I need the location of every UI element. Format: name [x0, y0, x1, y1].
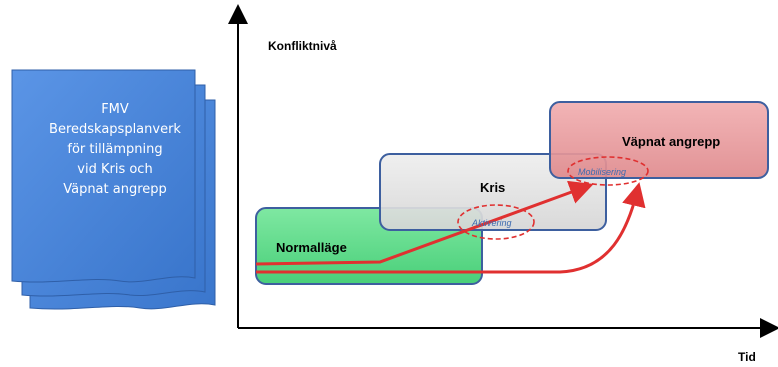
- transition-arrow-crisis: [255, 180, 594, 266]
- activation-highlight: [457, 204, 535, 240]
- mobilization-highlight: [567, 156, 649, 186]
- level-label-armed-attack: Väpnat angrepp: [622, 134, 720, 149]
- x-axis-label: Tid: [738, 350, 756, 364]
- document-title-line: Beredskapsplanverk: [49, 122, 181, 137]
- document-title-line: FMV: [101, 102, 129, 117]
- document-title-line: för tillämpning: [67, 142, 163, 157]
- document-title: FMV Beredskapsplanverk för tillämpning v…: [30, 100, 200, 200]
- mobilization-label: Mobilisering: [578, 167, 626, 177]
- y-axis-label: Konfliktnivå: [268, 39, 337, 53]
- document-stack: [11, 69, 216, 310]
- transition-arrow-armed-attack: [256, 182, 646, 274]
- level-label-normal: Normalläge: [276, 240, 347, 255]
- level-box-crisis: [379, 153, 607, 231]
- document-title-line: vid Kris och: [77, 162, 153, 177]
- document-title-line: Väpnat angrepp: [63, 182, 167, 197]
- activation-label: Aktivering: [471, 218, 512, 228]
- level-label-crisis: Kris: [480, 180, 505, 195]
- level-box-armed-attack: [549, 101, 769, 179]
- document-page-front: [11, 69, 196, 283]
